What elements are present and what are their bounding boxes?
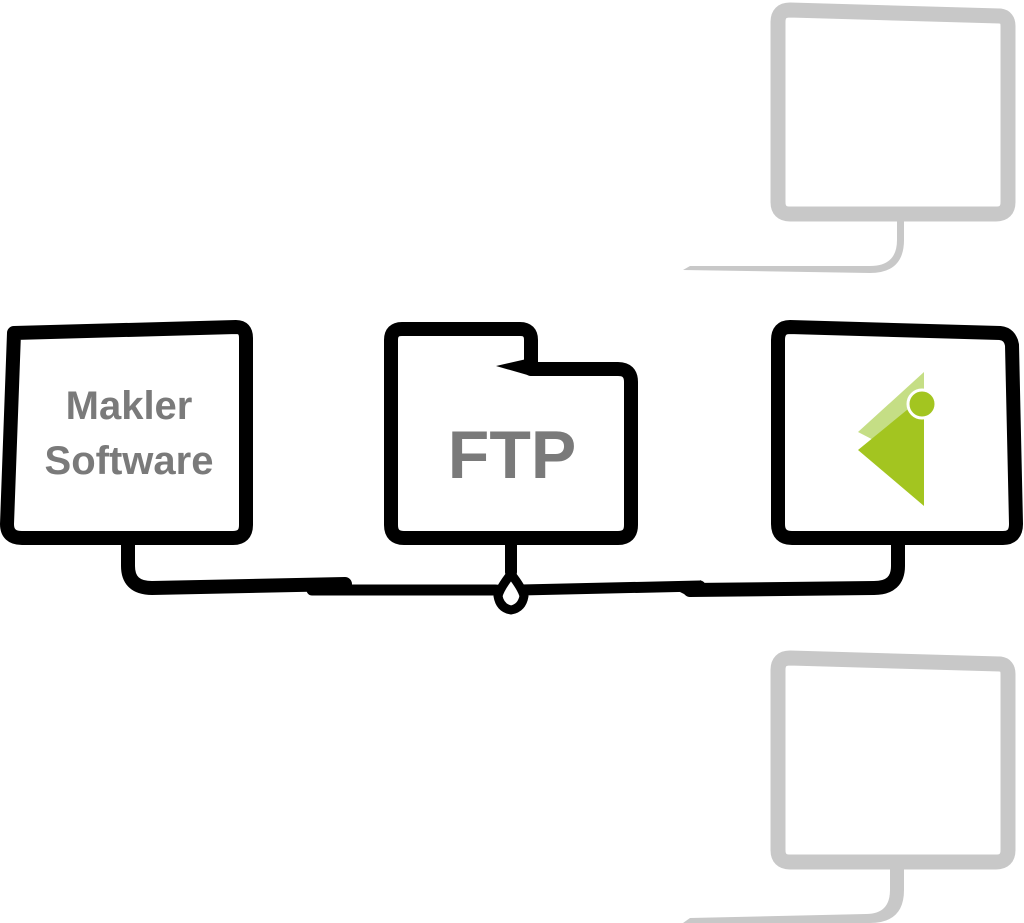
ghost-monitor-bottom-stand bbox=[683, 864, 904, 923]
monitor-ftp: FTP bbox=[384, 322, 638, 545]
cable-left bbox=[121, 533, 352, 595]
monitor-makler-software-screen bbox=[0, 320, 253, 545]
monitor-logo bbox=[771, 320, 1023, 545]
makler-software-label-line2: Software bbox=[45, 439, 214, 483]
cable-right bbox=[683, 533, 905, 597]
ftp-folder-tab-notch bbox=[496, 358, 531, 376]
ghost-monitor-bottom bbox=[683, 650, 1016, 923]
ftp-folder-screen bbox=[384, 322, 638, 545]
ghost-monitor-top-stand bbox=[683, 216, 904, 273]
ghost-monitor-top-screen bbox=[770, 2, 1016, 222]
logo-dot bbox=[906, 388, 938, 420]
green-arrow-logo-icon bbox=[858, 372, 938, 506]
ftp-label: FTP bbox=[448, 417, 576, 493]
cable-right-taper bbox=[680, 583, 690, 597]
network-cables bbox=[121, 533, 905, 615]
ghost-monitor-top bbox=[683, 2, 1016, 273]
logo-arrow-dark bbox=[858, 396, 924, 506]
monitor-makler-software: Makler Software bbox=[0, 320, 253, 545]
hub-junction bbox=[493, 569, 529, 615]
makler-software-label-line1: Makler bbox=[66, 384, 193, 428]
ghost-monitor-bottom-screen bbox=[770, 650, 1016, 870]
